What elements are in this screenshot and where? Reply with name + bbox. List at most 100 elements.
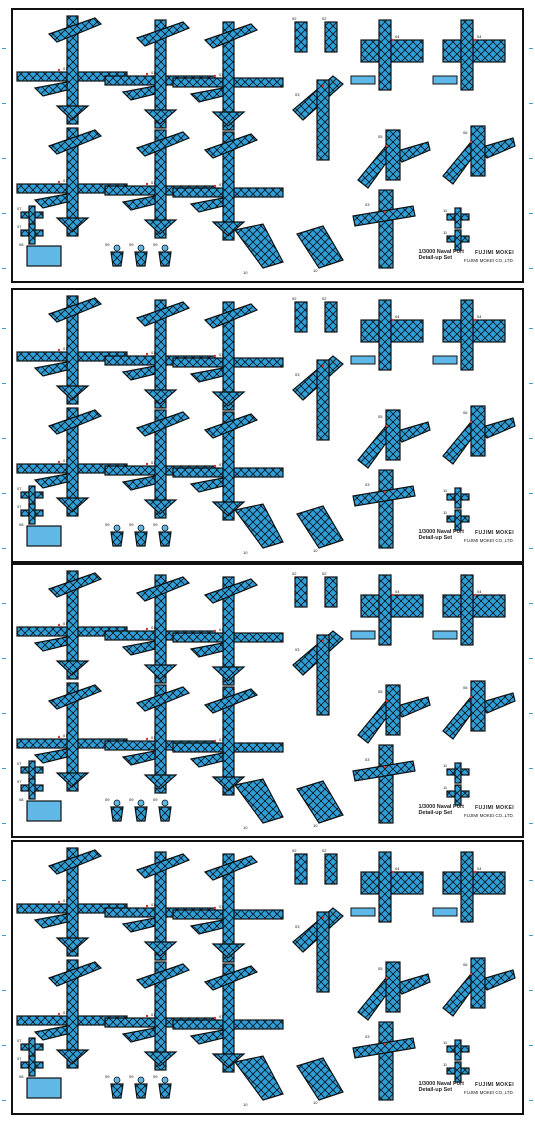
- edge-grid-mark: [2, 493, 6, 494]
- edge-grid-mark: [2, 1100, 6, 1101]
- alignment-dot: [145, 462, 149, 466]
- crane-foot: [211, 111, 246, 127]
- figure-head: [161, 244, 169, 252]
- part-number: 10: [313, 823, 318, 828]
- crane-tower: [66, 295, 79, 405]
- part-number: 02: [322, 16, 327, 21]
- crane-tower: [154, 684, 167, 794]
- alignment-dot: [145, 737, 149, 741]
- part-number: 03: [295, 647, 300, 652]
- part-number: 03: [365, 482, 370, 487]
- crane-boom: [203, 578, 259, 604]
- crane-boom: [135, 21, 191, 47]
- gantry-beam: [360, 39, 424, 63]
- gantry-leg: [378, 299, 392, 371]
- tilted-crane-tower: [316, 79, 330, 161]
- figure-body: [134, 251, 148, 267]
- post-small: [294, 21, 308, 53]
- maker-name: FUJIMI MOKEI CO.,LTD.: [463, 1090, 514, 1095]
- machine-block: [26, 800, 62, 822]
- small-post: [28, 485, 36, 507]
- crane-arm: [121, 1027, 156, 1043]
- crane-foot: [211, 1053, 246, 1069]
- alignment-dot: [385, 976, 389, 980]
- lift-column: [385, 129, 401, 181]
- machine-block: [26, 525, 62, 547]
- gantry-beam: [360, 319, 424, 343]
- post-small: [324, 21, 338, 53]
- figure-head: [113, 799, 121, 807]
- part-number: 03: [365, 1034, 370, 1039]
- tilted-crane-tower: [316, 911, 330, 993]
- kit-title-line2: Detail-up Set: [418, 1087, 453, 1093]
- alignment-dot: [473, 870, 477, 874]
- part-number: 02: [292, 571, 297, 576]
- figure-body: [158, 1083, 172, 1099]
- part-number: 01: [63, 346, 68, 351]
- part-number: 01: [151, 180, 156, 185]
- edge-grid-mark: [2, 383, 6, 384]
- edge-grid-mark: [2, 548, 6, 549]
- alignment-dot: [57, 180, 61, 184]
- part-number: 02: [292, 848, 297, 853]
- figure-head: [113, 244, 121, 252]
- alignment-dot: [213, 739, 217, 743]
- edge-grid-mark: [529, 658, 533, 659]
- crane-arm: [33, 748, 68, 764]
- part-number: 06: [463, 410, 468, 415]
- part-number: 02: [322, 848, 327, 853]
- small-post: [28, 778, 36, 800]
- gantry-beam: [360, 594, 424, 618]
- alignment-dot: [383, 490, 387, 494]
- part-number: 04: [395, 314, 400, 319]
- maker-logo: FUJIMI MOKEI: [475, 805, 514, 811]
- part-number: 09: [105, 797, 110, 802]
- part-number: 03: [295, 924, 300, 929]
- crane-arm: [189, 87, 224, 103]
- lift-column: [470, 125, 486, 177]
- machine-block: [26, 245, 62, 267]
- part-number: 11: [443, 763, 448, 768]
- alignment-dot: [391, 870, 395, 874]
- edge-grid-mark: [529, 990, 533, 991]
- edge-grid-mark: [2, 880, 6, 881]
- part-number: 09: [153, 522, 158, 527]
- edge-grid-mark: [2, 935, 6, 936]
- alignment-dot: [57, 348, 61, 352]
- crane-tower: [66, 407, 79, 517]
- part-number: 03: [365, 202, 370, 207]
- alignment-dot: [469, 695, 473, 699]
- crane-foot: [143, 941, 178, 957]
- figure-body: [158, 806, 172, 822]
- part-number: 09: [105, 242, 110, 247]
- gantry-beam: [442, 871, 506, 895]
- part-number: 11: [443, 208, 448, 213]
- cross-arm: [352, 1037, 416, 1059]
- edge-grid-mark: [2, 268, 6, 269]
- gantry-arm: [350, 75, 376, 85]
- edge-grid-mark: [529, 823, 533, 824]
- crane-arm: [121, 640, 156, 656]
- part-number: 05: [378, 134, 383, 139]
- crane-foot: [211, 776, 246, 792]
- cross-tower: [378, 189, 394, 269]
- part-number: 06: [463, 962, 468, 967]
- kit-title: 1/3000 Naval Port Detail-up Set: [418, 249, 464, 261]
- cross-tower: [378, 1021, 394, 1101]
- part-number: 01: [219, 627, 224, 632]
- kit-title-line2: Detail-up Set: [418, 535, 453, 541]
- part-number: 01: [63, 178, 68, 183]
- alignment-dot: [213, 1016, 217, 1020]
- figure-head: [161, 1076, 169, 1084]
- edge-grid-mark: [2, 158, 6, 159]
- edge-grid-mark: [2, 713, 6, 714]
- alignment-dot: [213, 184, 217, 188]
- part-number: 01: [63, 898, 68, 903]
- alignment-dot: [145, 627, 149, 631]
- crane-arm: [121, 917, 156, 933]
- alignment-dot: [321, 916, 325, 920]
- edge-grid-mark: [529, 213, 533, 214]
- angled-truss: [296, 225, 344, 269]
